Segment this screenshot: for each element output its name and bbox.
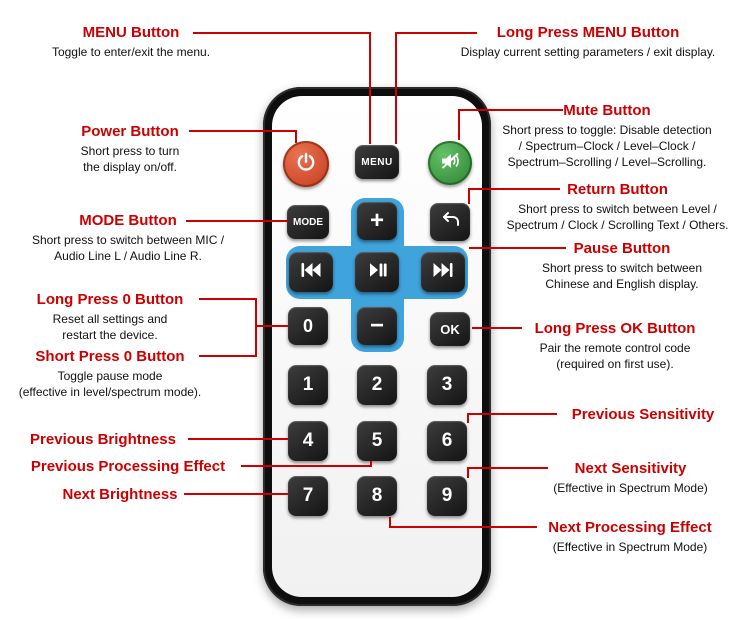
annotation-next-brightness: Next Brightness: [30, 485, 210, 504]
digit-2-label: 2: [371, 374, 383, 395]
next-track-button: [421, 252, 465, 292]
annotation-desc: (Effective in Spectrum Mode): [552, 540, 708, 554]
menu-button-label: MENU: [361, 156, 393, 168]
mute-icon: [438, 149, 462, 178]
annotation-desc: Short press to toggle: Disable detection…: [502, 123, 712, 169]
digit-5-label: 5: [371, 430, 383, 451]
annotation-desc: Toggle pause mode (effective in level/sp…: [18, 369, 202, 399]
annotation-label: MODE Button: [79, 212, 177, 229]
play-pause-button: [355, 252, 399, 292]
digit-2-button: 2: [357, 365, 397, 405]
play-pause-icon: [366, 260, 388, 285]
annotation-label: Previous Sensitivity: [571, 406, 715, 423]
power-button: [283, 141, 329, 187]
annotation-desc: Display current setting parameters / exi…: [460, 45, 716, 59]
annotation-label: Next Processing Effect: [548, 519, 712, 536]
digit-1-button: 1: [288, 365, 328, 405]
digit-8-label: 8: [371, 485, 383, 506]
digit-9-label: 9: [441, 485, 453, 506]
power-icon: [294, 150, 318, 179]
annotation-short-press-0: Short Press 0 Button Toggle pause mode (…: [15, 347, 205, 400]
annotation-desc: Reset all settings and restart the devic…: [52, 312, 168, 342]
annotation-label: Long Press OK Button: [534, 320, 696, 337]
digit-0-button: 0: [288, 307, 328, 345]
annotation-long-press-0: Long Press 0 Button Reset all settings a…: [15, 290, 205, 343]
minus-button-label: −: [369, 312, 384, 339]
previous-track-button: [289, 252, 333, 292]
remote-control: MENU MODE +: [263, 87, 491, 606]
annotation-mute-button: Mute Button Short press to toggle: Disab…: [472, 101, 742, 170]
annotation-label: Next Sensitivity: [574, 460, 687, 477]
annotation-label: Return Button: [567, 181, 668, 198]
previous-icon: [300, 260, 322, 285]
digit-6-button: 6: [427, 421, 467, 461]
annotation-desc: Short press to switch between Chinese an…: [541, 261, 703, 291]
annotation-long-press-ok: Long Press OK Button Pair the remote con…: [495, 319, 735, 372]
mode-button-label: MODE: [293, 216, 323, 228]
ok-button: OK: [430, 312, 470, 346]
plus-button-label: +: [369, 207, 384, 234]
annotation-desc: (Effective in Spectrum Mode): [553, 481, 708, 495]
annotation-label: Long Press MENU Button: [496, 24, 680, 41]
digit-8-button: 8: [357, 476, 397, 516]
annotation-long-press-menu: Long Press MENU Button Display current s…: [438, 23, 738, 60]
annotation-desc: Short press to turn the display on/off.: [80, 144, 180, 174]
digit-6-label: 6: [441, 430, 453, 451]
mute-button: [428, 141, 472, 185]
connector-zero-bracket: [199, 298, 257, 357]
digit-9-button: 9: [427, 476, 467, 516]
digit-0-label: 0: [302, 315, 313, 336]
digit-3-label: 3: [441, 374, 453, 395]
menu-button: MENU: [355, 145, 399, 179]
plus-button: +: [357, 202, 397, 240]
minus-button: −: [357, 307, 397, 345]
annotation-desc: Toggle to enter/exit the menu.: [51, 45, 211, 59]
annotation-label: Long Press 0 Button: [36, 291, 184, 308]
annotation-previous-sensitivity: Previous Sensitivity: [558, 405, 728, 424]
ok-button-label: OK: [440, 321, 460, 337]
digit-5-button: 5: [357, 421, 397, 461]
digit-7-button: 7: [288, 476, 328, 516]
annotation-pause-button: Pause Button Short press to switch betwe…: [497, 239, 747, 292]
digit-3-button: 3: [427, 365, 467, 405]
annotation-return-button: Return Button Short press to switch betw…: [480, 180, 750, 233]
digit-4-label: 4: [302, 430, 314, 451]
annotation-label: Mute Button: [563, 102, 651, 119]
mode-button: MODE: [287, 205, 329, 239]
annotation-label: Next Brightness: [62, 486, 178, 503]
annotation-power-button: Power Button Short press to turn the dis…: [40, 122, 220, 175]
annotation-desc: Short press to switch between Level / Sp…: [506, 202, 729, 232]
annotation-next-processing-effect: Next Processing Effect (Effective in Spe…: [505, 518, 750, 555]
annotation-label: Short Press 0 Button: [35, 348, 185, 365]
annotation-label: Pause Button: [573, 240, 671, 257]
annotation-desc: Short press to switch between MIC / Audi…: [31, 233, 225, 263]
annotation-menu-button: MENU Button Toggle to enter/exit the men…: [36, 23, 226, 60]
annotation-label: Previous Brightness: [30, 431, 176, 448]
annotation-previous-processing-effect: Previous Processing Effect: [8, 457, 248, 476]
next-icon: [432, 260, 454, 285]
annotation-next-sensitivity: Next Sensitivity (Effective in Spectrum …: [518, 459, 743, 496]
digit-7-label: 7: [302, 485, 314, 506]
return-icon: [439, 210, 461, 235]
annotation-mode-button: MODE Button Short press to switch betwee…: [8, 211, 248, 264]
annotation-label: Power Button: [81, 123, 179, 140]
return-button: [430, 203, 470, 241]
digit-1-label: 1: [302, 374, 314, 395]
annotation-label: MENU Button: [82, 24, 180, 41]
digit-4-button: 4: [288, 421, 328, 461]
annotation-label: Previous Processing Effect: [30, 458, 226, 475]
annotation-desc: Pair the remote control code (required o…: [539, 341, 691, 371]
annotation-previous-brightness: Previous Brightness: [13, 430, 193, 449]
